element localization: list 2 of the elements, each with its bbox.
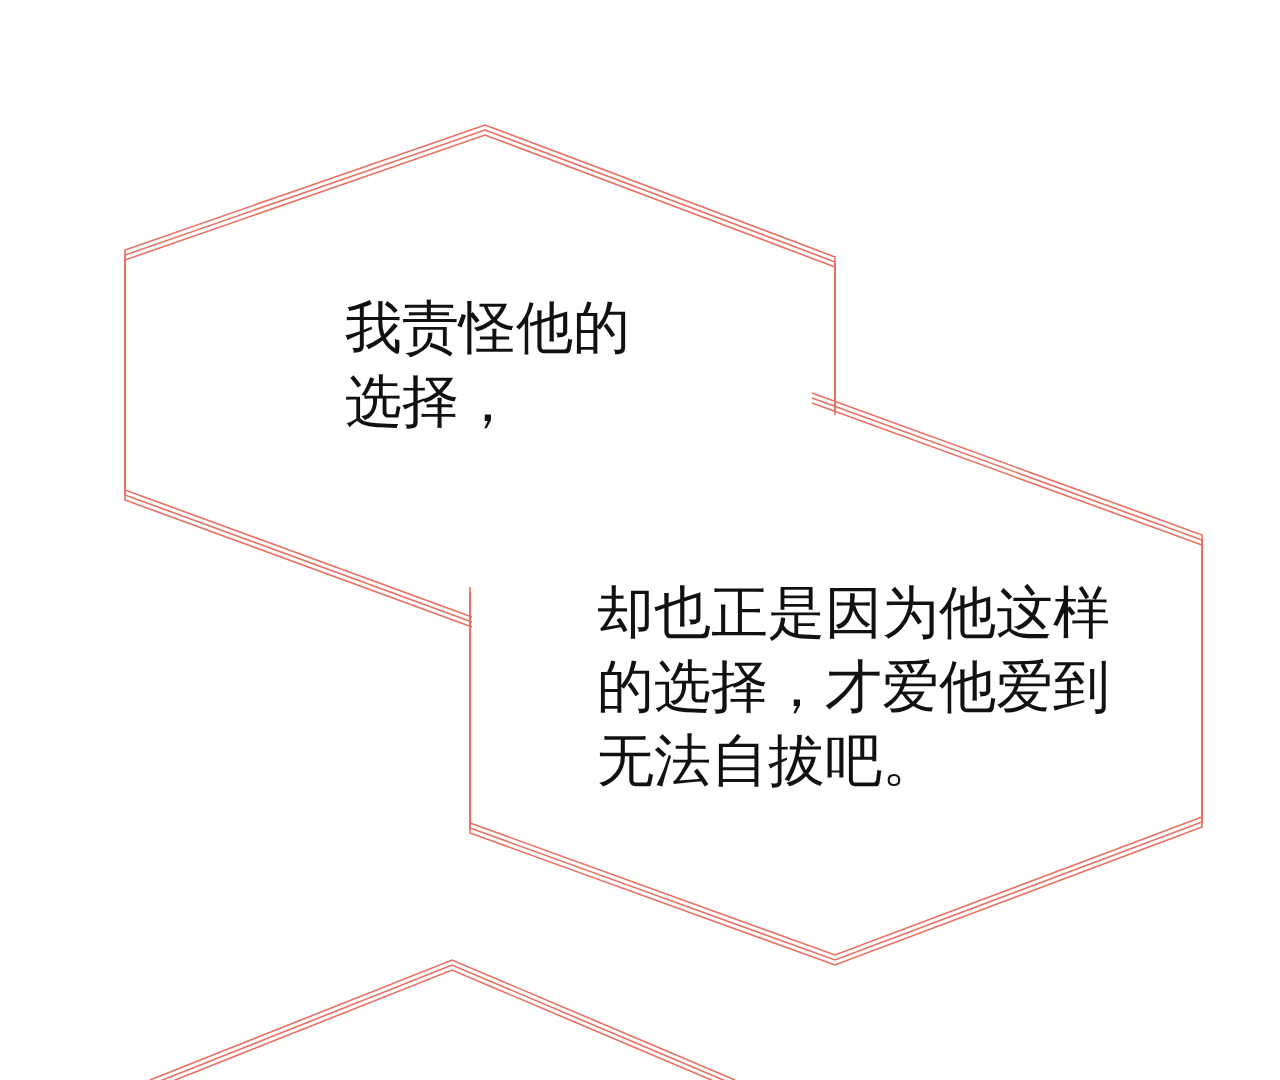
speech-text: 却也正是因为他这样的选择，才爱他爱到无法自拔吧。 (597, 578, 1111, 795)
speech-text: 我责怪他的选择， (345, 293, 631, 436)
